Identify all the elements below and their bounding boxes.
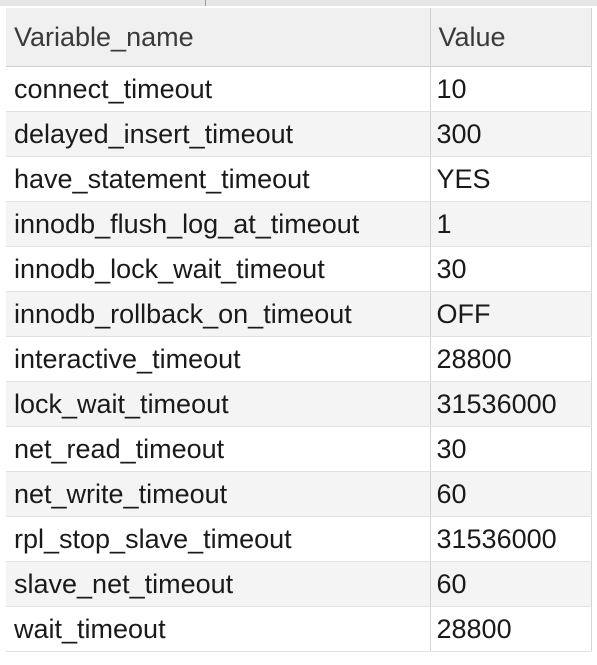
- value-cell[interactable]: 28800: [430, 606, 592, 652]
- table-row[interactable]: innodb_flush_log_at_timeout 1: [6, 201, 592, 247]
- variable-name-cell[interactable]: innodb_rollback_on_timeout: [6, 291, 431, 337]
- table-row[interactable]: delayed_insert_timeout 300: [6, 111, 592, 157]
- value-cell[interactable]: 300: [430, 111, 592, 157]
- table-row[interactable]: innodb_rollback_on_timeout OFF: [6, 291, 592, 337]
- variable-name-cell[interactable]: innodb_flush_log_at_timeout: [6, 201, 431, 247]
- table-row[interactable]: innodb_lock_wait_timeout 30: [6, 246, 592, 292]
- value-cell[interactable]: 31536000: [430, 516, 592, 562]
- header-row: Variable_name Value: [6, 8, 592, 67]
- value-cell[interactable]: YES: [430, 156, 592, 202]
- table-row[interactable]: lock_wait_timeout 31536000: [6, 381, 592, 427]
- value-cell[interactable]: 10: [430, 66, 592, 112]
- table-row[interactable]: connect_timeout 10: [6, 66, 592, 112]
- variable-name-cell[interactable]: innodb_lock_wait_timeout: [6, 246, 431, 292]
- top-toolbar-edge: [0, 0, 597, 6]
- value-cell[interactable]: 30: [430, 426, 592, 472]
- value-cell[interactable]: OFF: [430, 291, 592, 337]
- value-cell[interactable]: 60: [430, 471, 592, 517]
- variable-name-cell[interactable]: connect_timeout: [6, 66, 431, 112]
- variable-name-cell[interactable]: have_statement_timeout: [6, 156, 431, 202]
- variable-name-cell[interactable]: rpl_stop_slave_timeout: [6, 516, 431, 562]
- variable-name-cell[interactable]: wait_timeout: [6, 606, 431, 652]
- column-header-value[interactable]: Value: [430, 8, 592, 67]
- value-cell[interactable]: 28800: [430, 336, 592, 382]
- value-cell[interactable]: 1: [430, 201, 592, 247]
- variable-name-cell[interactable]: interactive_timeout: [6, 336, 431, 382]
- value-cell[interactable]: 31536000: [430, 381, 592, 427]
- column-splitter-handle[interactable]: [205, 0, 206, 6]
- variable-name-cell[interactable]: slave_net_timeout: [6, 561, 431, 607]
- value-cell[interactable]: 60: [430, 561, 592, 607]
- table-row[interactable]: net_write_timeout 60: [6, 471, 592, 517]
- table-row[interactable]: interactive_timeout 28800: [6, 336, 592, 382]
- variable-name-cell[interactable]: lock_wait_timeout: [6, 381, 431, 427]
- column-header-variable-name[interactable]: Variable_name: [6, 8, 431, 67]
- table-row[interactable]: slave_net_timeout 60: [6, 561, 592, 607]
- table-row[interactable]: wait_timeout 28800: [6, 606, 592, 652]
- variable-name-cell[interactable]: net_read_timeout: [6, 426, 431, 472]
- variable-name-cell[interactable]: net_write_timeout: [6, 471, 431, 517]
- table-row[interactable]: rpl_stop_slave_timeout 31536000: [6, 516, 592, 562]
- variable-name-cell[interactable]: delayed_insert_timeout: [6, 111, 431, 157]
- table-body: connect_timeout 10 delayed_insert_timeou…: [6, 66, 592, 652]
- value-cell[interactable]: 30: [430, 246, 592, 292]
- table-row[interactable]: have_statement_timeout YES: [6, 156, 592, 202]
- result-table: Variable_name Value connect_timeout 10 d…: [6, 8, 592, 652]
- table-row[interactable]: net_read_timeout 30: [6, 426, 592, 472]
